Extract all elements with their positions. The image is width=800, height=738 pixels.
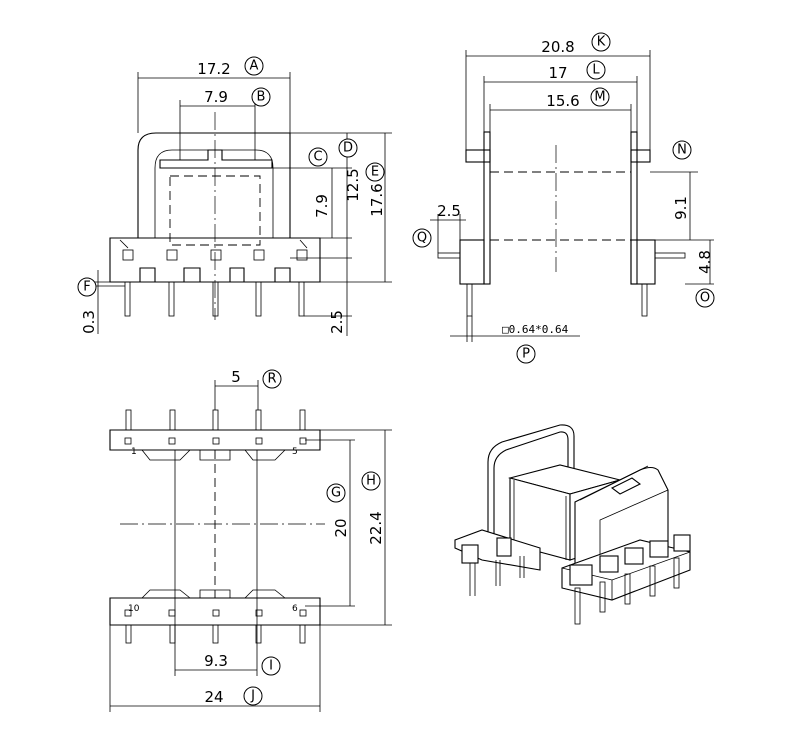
dim-n-value: 9.1 [672, 196, 690, 220]
dim-f-value: 0.3 [80, 310, 98, 334]
label-i: I [269, 659, 273, 674]
bottom-bottom-pins [125, 624, 306, 644]
dim-e-value: 17.6 [368, 183, 386, 216]
label-c: C [313, 150, 322, 165]
label-e: E [371, 165, 379, 180]
dim-i-value: 9.3 [204, 652, 228, 670]
dim-d-value: 12.5 [344, 168, 362, 201]
bottom-view: 1 5 6 10 5 R 20 G 22.4 H 9.3 I 2 [109, 368, 392, 712]
pin-number-1: 1 [131, 447, 137, 457]
bottom-top-pins [125, 409, 306, 431]
label-o: O [700, 291, 710, 306]
dim-pin-length-value: 2.5 [328, 310, 346, 334]
dim-r-value: 5 [231, 368, 241, 386]
dim-g-value: 20 [332, 518, 350, 537]
front-pin-slots [119, 239, 308, 261]
label-k: K [597, 35, 606, 50]
dim-q-value: 2.5 [437, 202, 461, 220]
label-j: J [250, 689, 255, 704]
label-h: H [366, 474, 376, 489]
label-q: Q [417, 231, 427, 246]
label-f: F [83, 280, 90, 295]
label-m: M [594, 90, 605, 105]
dim-o-value: 4.8 [696, 250, 714, 274]
bottom-top-pads [124, 437, 307, 461]
pin-number-6: 6 [292, 604, 298, 614]
front-pins [124, 281, 305, 317]
dim-c-value: 7.9 [313, 194, 331, 218]
front-view: 17.2 A 7.9 B 7.9 C 12.5 D 17.6 E 2.5 [77, 56, 392, 336]
dim-l-value: 17 [548, 64, 567, 82]
dim-j-value: 24 [204, 688, 223, 706]
pin-number-10: 10 [128, 604, 140, 614]
bottom-bottom-pads [124, 589, 307, 617]
dim-b-value: 7.9 [204, 88, 228, 106]
label-l: L [592, 63, 600, 78]
side-view: 20.8 K 17 L 15.6 M 9.1 N 4.8 O 2.5 [412, 32, 715, 364]
dim-h-value: 22.4 [367, 511, 385, 544]
dim-k-value: 20.8 [541, 38, 574, 56]
dim-p-value: □0.64*0.64 [502, 323, 569, 336]
pin-number-5: 5 [292, 447, 298, 457]
dim-m-value: 15.6 [546, 92, 579, 110]
isometric-pins [574, 557, 680, 625]
label-d: D [343, 141, 353, 156]
label-p: P [522, 347, 530, 362]
label-g: G [331, 486, 341, 501]
label-n: N [677, 143, 687, 158]
dim-a-value: 17.2 [197, 60, 230, 78]
label-r: R [267, 372, 276, 387]
isometric-view [454, 424, 691, 625]
label-a: A [250, 59, 259, 74]
label-b: B [257, 90, 266, 105]
